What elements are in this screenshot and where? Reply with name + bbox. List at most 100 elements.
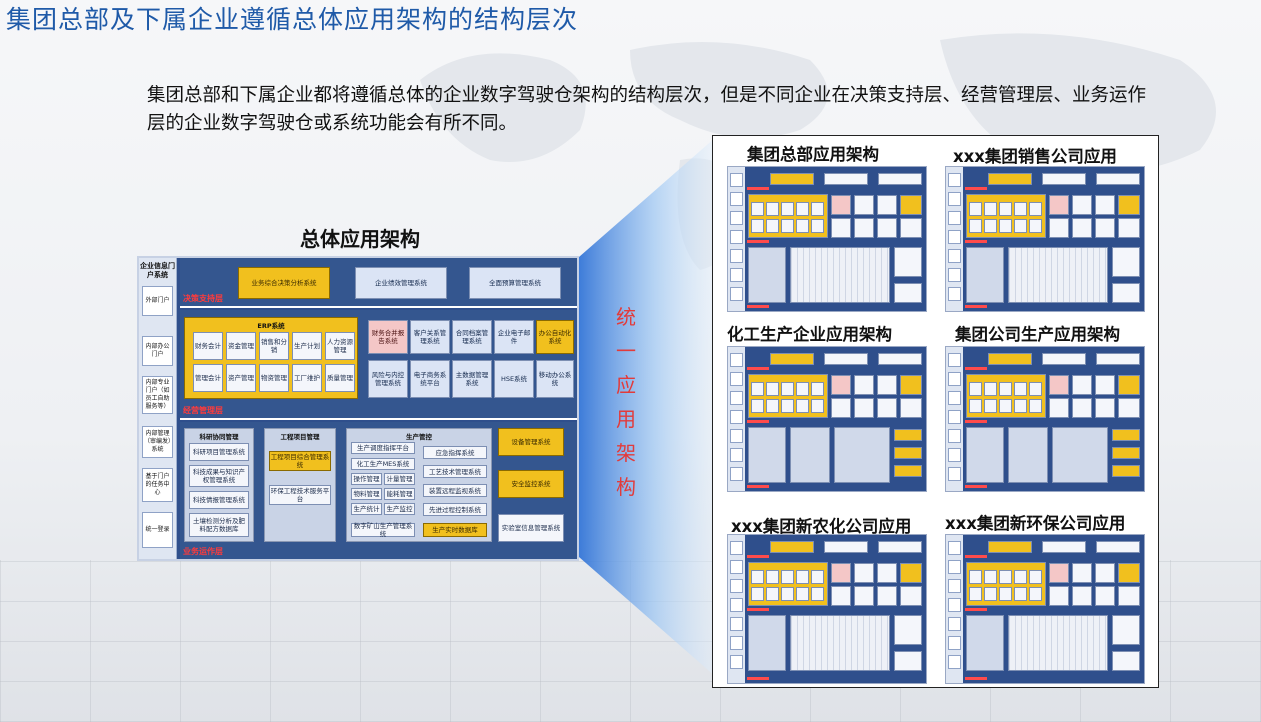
thumbnail-block: [1112, 615, 1140, 645]
erp-item: 生产计划: [292, 332, 322, 360]
research-item: 科技成果与知识产权管理系统: [189, 465, 249, 487]
thumbnail-block: [747, 485, 769, 488]
thumbnail-block: [1029, 382, 1042, 396]
thumbnail-block: [854, 586, 874, 606]
example-title: 集团总部应用架构: [747, 145, 879, 164]
thumbnail-block: [854, 563, 874, 583]
thumbnail-block: [988, 353, 1032, 365]
ops-box: 安全监控系统: [498, 470, 564, 498]
thumbnail-side-item: [730, 636, 743, 650]
thumbnail-side-item: [730, 448, 743, 462]
thumbnail-side-item: [948, 268, 961, 282]
research-item: 科技情报管理系统: [189, 491, 249, 509]
thumbnail-block: [966, 247, 1004, 303]
layer-label-management: 经营管理层: [183, 406, 223, 415]
thumbnail-block: [747, 420, 769, 423]
thumbnail-block: [965, 420, 987, 423]
erp-title: ERP系统: [257, 322, 285, 330]
thumbnail-block: [748, 247, 786, 303]
thumbnail-block: [1072, 398, 1092, 418]
thumbnail-block: [1014, 202, 1027, 216]
thumbnail-block: [766, 219, 779, 233]
thumbnail-block: [766, 570, 779, 584]
ops-box: 实验室信息管理系统: [498, 514, 564, 542]
thumbnail-block: [969, 382, 982, 396]
example-diagram: [945, 346, 1145, 492]
thumbnail-block: [796, 399, 809, 413]
thumbnail-block: [946, 347, 963, 491]
thumbnail-block: [790, 615, 890, 671]
thumbnail-block: [1096, 353, 1140, 365]
thumbnail-block: [751, 202, 764, 216]
thumbnail-block: [1049, 195, 1069, 215]
thumbnail-block: [988, 173, 1032, 185]
thumbnail-block: [1072, 218, 1092, 238]
thumbnail-side-item: [730, 579, 743, 593]
portal-item: 内部专业门户（如员工自助服务等）: [142, 376, 173, 414]
thumbnail-block: [854, 195, 874, 215]
thumbnail-side-item: [948, 249, 961, 263]
example-title: 集团公司生产应用架构: [955, 325, 1120, 344]
thumbnail-side-item: [730, 617, 743, 631]
thumbnail-block: [1095, 375, 1115, 395]
thumbnail-block: [824, 541, 868, 553]
thumbnail-side-item: [948, 579, 961, 593]
thumbnail-block: [1029, 219, 1042, 233]
production-item: 化工生产MES系统: [351, 458, 415, 470]
thumbnail-block: [1118, 375, 1140, 395]
thumbnail-block: [781, 382, 794, 396]
thumbnail-side-item: [948, 173, 961, 187]
production-item: 操作管理: [351, 473, 382, 485]
thumbnail-block: [811, 587, 824, 601]
production-group: 生产管控 生产调度指挥平台 化工生产MES系统 操作管理 计量管理 物料管理 能…: [346, 428, 492, 542]
example-diagram: [945, 166, 1145, 312]
thumbnail-block: [811, 219, 824, 233]
portal-item: 外部门户: [142, 286, 173, 316]
thumbnail-block: [1118, 218, 1140, 238]
thumbnail-block: [894, 283, 922, 303]
thumbnail-block: [965, 485, 987, 488]
thumbnail-block: [1112, 447, 1140, 459]
example-title: xxx集团新农化公司应用: [731, 517, 912, 536]
thumbnail-block: [1014, 587, 1027, 601]
thumbnail-block: [1118, 398, 1140, 418]
thumbnail-block: [1049, 218, 1069, 238]
mgmt-box: 风险与内控管理系统: [368, 360, 408, 398]
thumbnail-block: [999, 202, 1012, 216]
erp-item: 工厂维护: [292, 364, 322, 392]
portal-sidebar: 企业信息门户系统 外部门户 内部办公门户 内部专业门户（如员工自助服务等） 内部…: [139, 258, 177, 559]
thumbnail-block: [900, 586, 922, 606]
thumbnail-block: [831, 195, 851, 215]
thumbnail-block: [946, 535, 963, 683]
thumbnail-block: [831, 586, 851, 606]
page-title: 集团总部及下属企业遵循总体应用架构的结构层次: [6, 5, 579, 34]
thumbnail-block: [877, 375, 897, 395]
mgmt-box: 财务合并报告系统: [368, 320, 408, 354]
thumbnail-side-item: [730, 372, 743, 386]
example-title: xxx集团销售公司应用: [953, 147, 1117, 166]
thumbnail-block: [1042, 353, 1086, 365]
thumbnail-block: [900, 218, 922, 238]
decision-box: 企业绩效管理系统: [355, 267, 447, 299]
production-item: 先进过程控制系统: [423, 503, 487, 516]
thumbnail-block: [984, 399, 997, 413]
thumbnail-block: [751, 219, 764, 233]
thumbnail-block: [770, 173, 814, 185]
thumbnail-side-item: [948, 467, 961, 481]
production-item: 数字矿山生产管理系统: [351, 522, 415, 538]
thumbnail-block: [1008, 247, 1108, 303]
thumbnail-block: [877, 218, 897, 238]
thumbnail-block: [854, 375, 874, 395]
thumbnail-block: [796, 202, 809, 216]
thumbnail-block: [1072, 563, 1092, 583]
thumbnail-block: [796, 587, 809, 601]
thumbnail-block: [1118, 563, 1140, 583]
thumbnail-block: [811, 570, 824, 584]
intro-paragraph: 集团总部和下属企业都将遵循总体的企业数字驾驶仓架构的结构层次，但是不同企业在决策…: [147, 85, 1147, 134]
thumbnail-block: [969, 587, 982, 601]
thumbnail-side-item: [948, 410, 961, 424]
thumbnail-block: [747, 187, 769, 190]
thumbnail-side-item: [730, 598, 743, 612]
thumbnail-side-item: [730, 192, 743, 206]
erp-item: 物资管理: [259, 364, 289, 392]
